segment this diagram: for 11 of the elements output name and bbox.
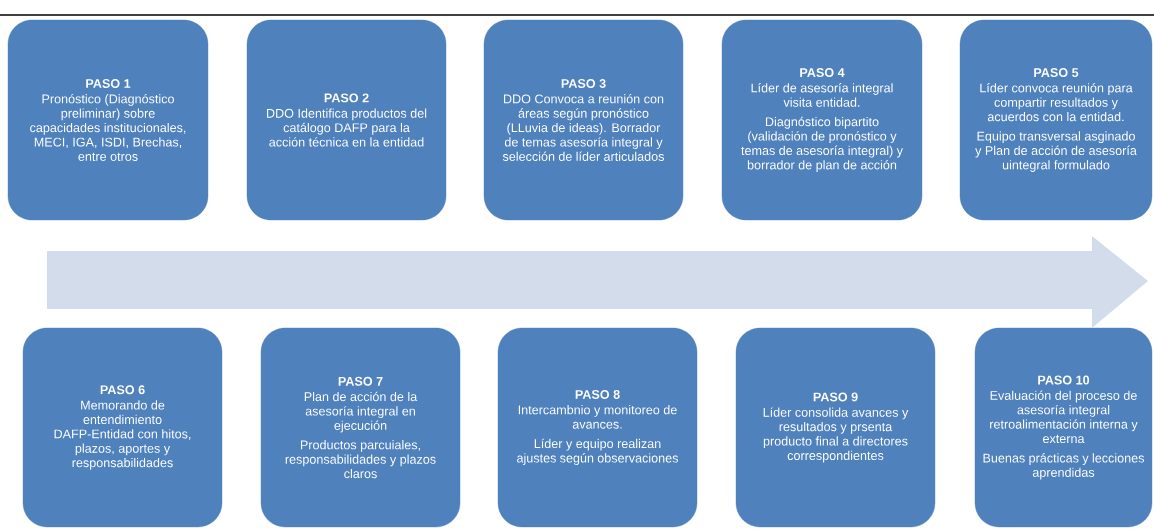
step-box: PASO 5 Líder convoca reunión para compartir resultados y acuerdos con la entidad. Equipo transversal asginado y Plan de acción de asesoría uintegral formulado [959,19,1153,221]
direction-arrow [47,236,1148,328]
step-box: PASO 9 Líder consolida avances y resultados y prsenta producto final a directores correspondientes [735,327,936,528]
step-box: PASO 4 Líder de asesoría integral visita entidad. Diagnóstico bipartito (validación de pronóstico y temas de asesoría integral) y borrador de plan de acción [721,19,923,221]
step-box: PASO 10 Evaluación del proceso de asesoría integral retroalimentación interna y externa Buenas prácticas y lecciones aprendidas [974,327,1153,528]
step-box: PASO 3 DDO Convoca a reunión con áreas según pronóstico (LLuvia de ideas). Borrador de temas asesoría integral y selección de líder articulados [483,19,684,221]
step-box: PASO 6 Memorando de entendimiento DAFP-Entidad con hitos, plazos, aportes y responsabilidades [22,327,223,528]
step-box: PASO 2 DDO Identifica productos del catálogo DAFP para la acción técnica en la entidad [246,19,447,221]
step-box: PASO 1 Pronóstico (Diagnóstico preliminar) sobre capacidades institucionales, MECI, IGA, ISDI, Brechas, entre otros [7,19,209,221]
step-box: PASO 7 Plan de acción de la asesoría integral en ejecución Productos parcuiales, responsabilidades y plazos claros [260,327,461,528]
step-box: PASO 8 Intercambnio y monitoreo de avances. Líder y equipo realizan ajustes según observaciones [497,327,698,528]
